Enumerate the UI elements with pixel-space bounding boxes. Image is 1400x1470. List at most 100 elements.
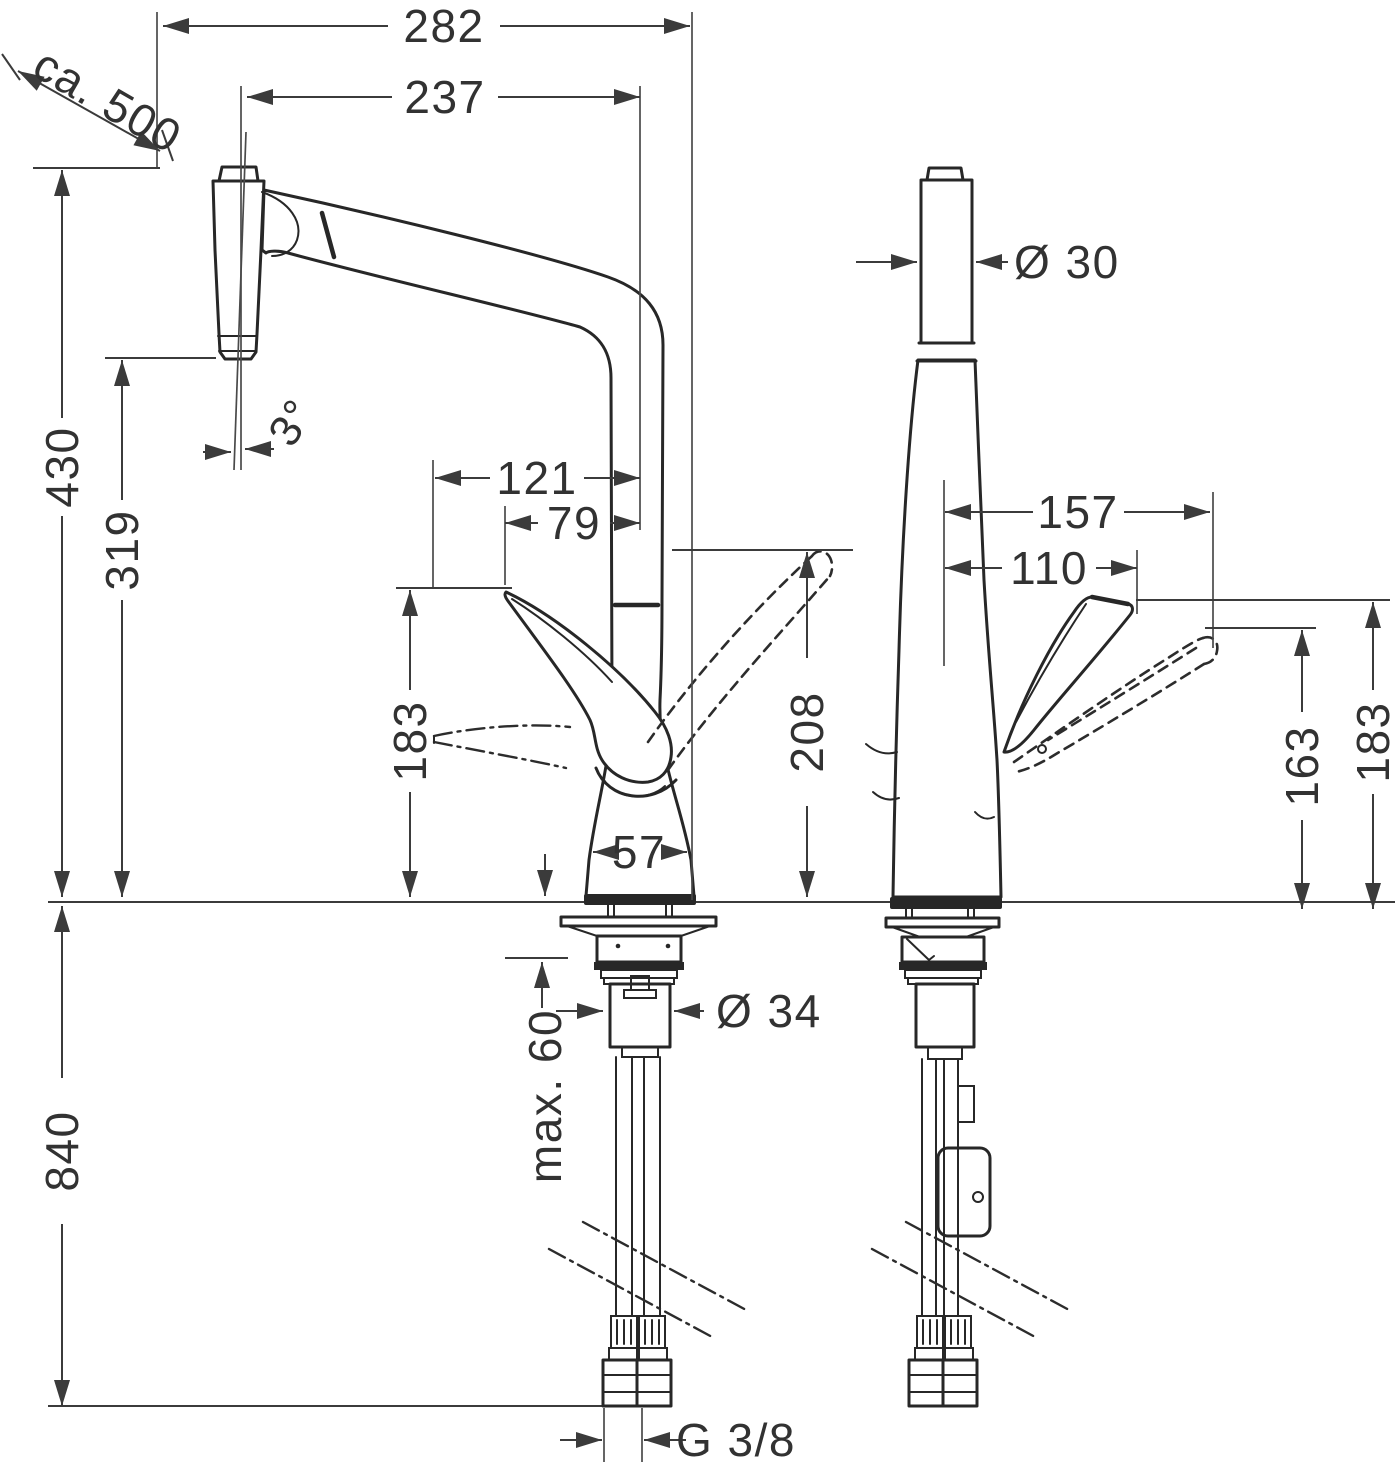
side-spout-cap <box>925 166 965 182</box>
front-view-faucet <box>211 165 834 918</box>
nut-collar-side-1 <box>914 1347 944 1361</box>
hose-crimp-2 <box>638 1315 666 1349</box>
lever-side-inner-line <box>1015 603 1087 723</box>
dim-237-label: 237 <box>404 71 485 123</box>
seal-band-front <box>594 962 684 970</box>
spout-alt-position-left <box>646 554 814 744</box>
ca500-leader <box>17 70 161 152</box>
g38-label: G 3/8 <box>676 1414 796 1466</box>
lever-inner-line <box>511 598 613 683</box>
dim-110-label: 110 <box>1010 542 1088 594</box>
dim-121-label: 121 <box>496 452 577 504</box>
dim-3deg-label: 3° <box>259 390 325 454</box>
hose-tee-front <box>623 989 657 999</box>
clamp-plate1-side <box>904 969 982 979</box>
break-line-front-1 <box>547 1247 716 1340</box>
break-line-side-1 <box>870 1247 1039 1340</box>
base-foot-side <box>890 897 1002 909</box>
g38-nut-side-1 <box>907 1358 945 1408</box>
pullout-spray-head <box>211 179 266 361</box>
shank-outlet-front <box>621 1046 659 1058</box>
side-view-installation <box>870 916 1073 1408</box>
dia30-label: Ø 30 <box>1014 236 1120 288</box>
dim-183s-label: 183 <box>1347 701 1399 782</box>
dim-79-label: 79 <box>547 497 601 549</box>
base-foot-front <box>584 894 696 905</box>
side-body-outline <box>891 358 1003 899</box>
pivot-dome-inner-arc <box>603 779 666 798</box>
dim-163-label: 163 <box>1276 725 1328 806</box>
dia34-label: Ø 34 <box>716 985 822 1037</box>
g38-nut-side-2 <box>941 1358 979 1408</box>
max60-label: max. 60 <box>519 1009 571 1183</box>
escutcheon-screw-right <box>665 943 671 949</box>
break-line-side-2 <box>904 1220 1073 1313</box>
hose-crimp-1 <box>610 1315 638 1349</box>
foot-tabs-side <box>905 908 975 919</box>
lever-side-screw <box>1037 744 1047 754</box>
side-tab <box>957 1085 975 1123</box>
hose-side-1 <box>921 1058 937 1317</box>
lever-side-alt-mid <box>1046 646 1198 742</box>
lever-alt-position-upper <box>432 724 572 738</box>
g38-nut-1 <box>601 1358 639 1408</box>
ca500-label: ca. 500 <box>25 38 191 164</box>
side-spout-column <box>919 178 974 343</box>
spray-head-cap <box>217 165 260 183</box>
nut-collar-2 <box>638 1347 668 1361</box>
ca500-end-tick <box>161 129 174 162</box>
spout-alt-position-right <box>666 574 832 772</box>
dim-430-label: 430 <box>36 426 88 507</box>
lever-alt-position-lower <box>432 740 568 770</box>
supply-hose-2 <box>643 1056 661 1317</box>
lever-side-top-edge <box>1089 594 1131 607</box>
foot-tabs-front <box>607 904 673 918</box>
escutcheon-screw-left <box>615 943 621 949</box>
dimensions-front-view: 282 237 ca. 500 430 319 3° 121 <box>1 0 853 1466</box>
side-body-arc-1 <box>865 743 898 755</box>
escutcheon-body-front <box>595 934 683 964</box>
side-body-arc-3 <box>974 811 995 820</box>
supply-hose-1 <box>615 1056 633 1317</box>
mounting-shank-front <box>608 982 672 1049</box>
lever-side-alt-inner <box>1014 662 1206 774</box>
side-body-arc-2 <box>872 791 900 801</box>
mounting-shank-side <box>914 982 976 1049</box>
escutcheon-flange-side <box>884 916 1001 929</box>
spout-alt-tip-cap <box>810 550 834 578</box>
escutcheon-body-side <box>900 935 986 964</box>
dim-57-label: 57 <box>612 826 666 878</box>
lever-handle-side <box>1002 595 1134 754</box>
lever-side-alt-cap <box>1201 635 1219 666</box>
front-view-installation <box>547 915 750 1408</box>
clip-line-side <box>906 938 935 961</box>
shank-outlet-side <box>927 1046 963 1060</box>
break-line-front-2 <box>581 1220 750 1313</box>
spray-head-joint-line <box>319 210 337 260</box>
lever-side-alt-outer <box>1012 636 1205 764</box>
check-valve-box <box>936 1146 992 1238</box>
hose-crimp-side-2 <box>944 1315 972 1349</box>
side-column-band <box>915 341 978 363</box>
escutcheon-flange-front <box>559 915 718 928</box>
axis-3deg-tilted <box>233 131 247 471</box>
spray-head-neck-curve <box>261 191 300 257</box>
dim-183f-label: 183 <box>384 700 436 781</box>
g38-nut-2 <box>635 1358 673 1408</box>
dim-157-label: 157 <box>1037 486 1118 538</box>
dimensions-side-view: Ø 30 157 110 163 183 <box>856 236 1399 909</box>
dim-840-label: 840 <box>36 1110 88 1191</box>
hose-side-2 <box>943 1058 959 1317</box>
hose-crimp-side-1 <box>916 1315 944 1349</box>
dim-319-label: 319 <box>96 509 148 590</box>
nut-collar-side-2 <box>944 1347 974 1361</box>
nut-collar-1 <box>608 1347 638 1361</box>
ca500-tick <box>1 53 21 81</box>
spout-and-body-outline <box>260 188 696 898</box>
side-view-faucet <box>865 166 1219 919</box>
dim-208-label: 208 <box>781 691 833 772</box>
dim-282-label: 282 <box>403 0 484 52</box>
lever-handle-front <box>503 590 673 784</box>
